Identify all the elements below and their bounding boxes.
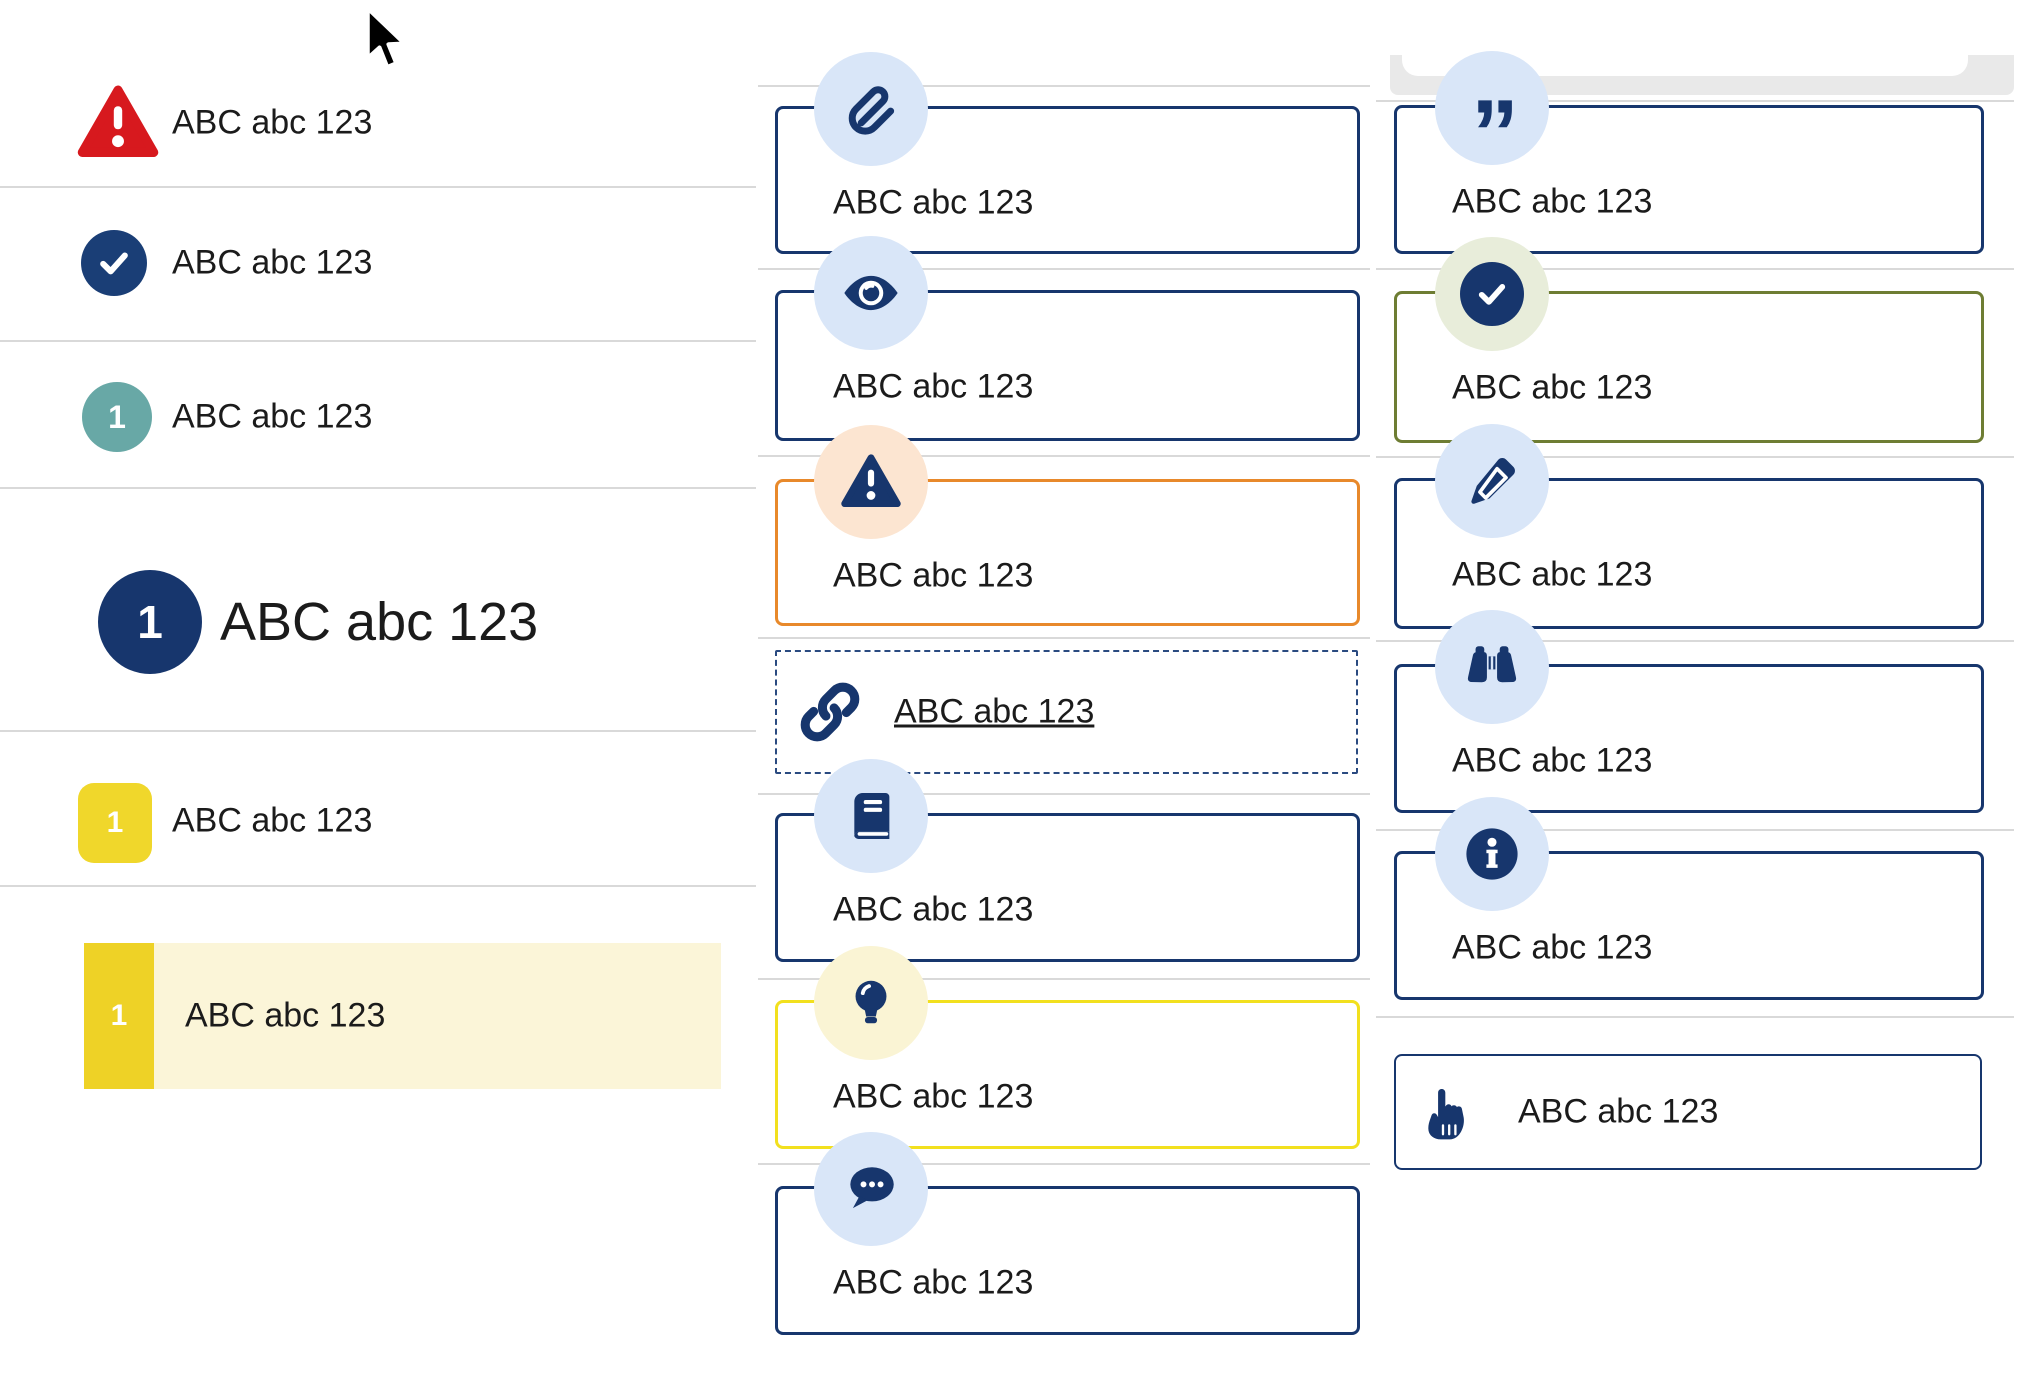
- yellow-number-square: 1: [78, 783, 152, 863]
- lightbulb-icon: [814, 946, 928, 1060]
- warning-triangle-icon: [814, 425, 928, 539]
- callout-success: ABC abc 123: [1394, 237, 1984, 443]
- callout-label: ABC abc 123: [1452, 368, 1653, 407]
- callout-link-text[interactable]: ABC abc 123: [894, 692, 1095, 731]
- quote-icon: ”: [1435, 51, 1549, 182]
- divider: [758, 978, 1370, 980]
- list-item-label: ABC abc 123: [172, 397, 373, 436]
- divider: [758, 793, 1370, 795]
- action-button[interactable]: ABC abc 123: [1394, 1054, 1982, 1170]
- link-icon: [800, 682, 860, 742]
- divider: [0, 730, 756, 732]
- callout-label: ABC abc 123: [1452, 928, 1653, 967]
- divider: [1376, 640, 2014, 642]
- divider: [0, 186, 756, 188]
- callout-edit: ABC abc 123: [1394, 424, 1984, 629]
- divider: [758, 1163, 1370, 1165]
- callout-label: ABC abc 123: [1452, 741, 1653, 780]
- check-circle-icon: [1435, 237, 1549, 351]
- callout-label: ABC abc 123: [1452, 555, 1653, 594]
- callout-warning: ABC abc 123: [775, 425, 1360, 626]
- divider: [1376, 1016, 2014, 1018]
- divider: [0, 487, 756, 489]
- callout-label: ABC abc 123: [1452, 182, 1653, 221]
- divider: [0, 885, 756, 887]
- warning-triangle-icon: [77, 85, 159, 157]
- action-button-label[interactable]: ABC abc 123: [1518, 1092, 1719, 1131]
- list-item-label: ABC abc 123: [185, 996, 386, 1035]
- callout-comment: ABC abc 123: [775, 1132, 1360, 1335]
- divider: [0, 340, 756, 342]
- teal-number-badge: 1: [82, 382, 152, 452]
- callout-label: ABC abc 123: [833, 367, 1034, 406]
- book-icon: [814, 759, 928, 873]
- callout-tip: ABC abc 123: [775, 946, 1360, 1149]
- binoculars-icon: [1435, 610, 1549, 724]
- yellow-number-block: 1: [84, 943, 154, 1089]
- callout-label: ABC abc 123: [833, 183, 1034, 222]
- mouse-cursor: [365, 6, 407, 70]
- callout-search: ABC abc 123: [1394, 610, 1984, 813]
- callout-label: ABC abc 123: [833, 556, 1034, 595]
- chat-bubble-icon: [814, 1132, 928, 1246]
- hand-pointer-icon: [1428, 1089, 1464, 1140]
- list-item-label: ABC abc 123: [220, 592, 539, 652]
- navy-number-badge-large: 1: [98, 570, 202, 674]
- callout-link[interactable]: ABC abc 123: [775, 650, 1358, 774]
- divider: [758, 85, 1370, 87]
- divider: [1376, 100, 2014, 102]
- eye-icon: [814, 236, 928, 350]
- callout-book: ABC abc 123: [775, 759, 1360, 962]
- divider: [758, 455, 1370, 457]
- list-item-label: ABC abc 123: [172, 243, 373, 282]
- check-circle-icon: [81, 230, 147, 296]
- callout-quote: ” ABC abc 123: [1394, 51, 1984, 254]
- callout-view: ABC abc 123: [775, 236, 1360, 441]
- pencil-icon: [1435, 424, 1549, 538]
- callout-label: ABC abc 123: [833, 1263, 1034, 1302]
- callout-attachment: ABC abc 123: [775, 52, 1360, 254]
- divider: [758, 268, 1370, 270]
- list-item-label: ABC abc 123: [172, 801, 373, 840]
- divider: [758, 637, 1370, 639]
- divider: [1376, 268, 2014, 270]
- paperclip-icon: [814, 52, 928, 166]
- list-item-label: ABC abc 123: [172, 103, 373, 142]
- info-icon: [1435, 797, 1549, 911]
- callout-label: ABC abc 123: [833, 890, 1034, 929]
- divider: [1376, 456, 2014, 458]
- divider: [1376, 829, 2014, 831]
- callout-info: ABC abc 123: [1394, 797, 1984, 1000]
- callout-label: ABC abc 123: [833, 1077, 1034, 1116]
- highlight-row-background: [84, 943, 721, 1089]
